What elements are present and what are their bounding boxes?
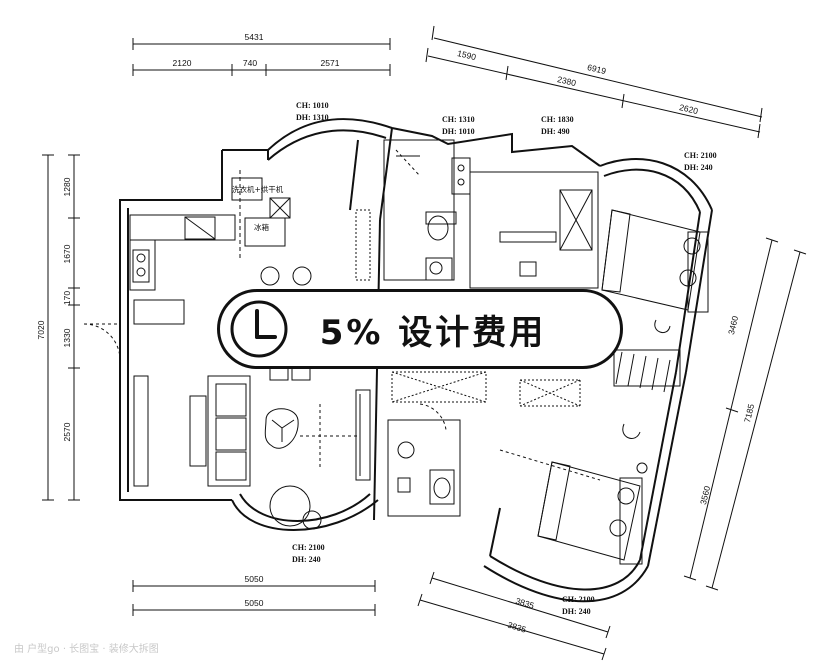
dim-left-seg-3: 170 xyxy=(62,291,72,305)
dim-top-seg-3: 2571 xyxy=(321,58,340,68)
bathroom-upper xyxy=(383,139,471,281)
dim-lower-right-2: 3835 xyxy=(506,620,527,635)
dim-left-seg-1: 1280 xyxy=(62,177,72,196)
dim-upper-right-total: 6919 xyxy=(586,62,607,76)
dim-bottom-2: 5050 xyxy=(245,598,264,608)
right-dimension-chain xyxy=(683,237,807,591)
window-note-dh: DH: 240 xyxy=(292,555,321,564)
room-labels: 洗衣机+烘干机 冰箱 xyxy=(232,184,284,232)
upper-right-dimension-chain xyxy=(425,25,763,139)
study-room xyxy=(469,171,599,289)
window-note-dh: DH: 490 xyxy=(541,127,570,136)
washer-dryer-label: 洗衣机+烘干机 xyxy=(232,184,284,194)
top-dimension-chain xyxy=(132,38,391,76)
badge-text: 5% 设计费用 xyxy=(319,312,547,353)
dim-left-total: 7020 xyxy=(36,320,46,339)
dim-top-total: 5431 xyxy=(245,32,264,42)
fridge xyxy=(244,217,286,247)
entry-door xyxy=(83,323,360,470)
dim-right-seg-2: 3560 xyxy=(698,485,712,506)
lounge-chair xyxy=(269,485,322,530)
bedroom-lower xyxy=(499,423,648,565)
fridge-label: 冰箱 xyxy=(254,222,269,232)
window-note-ch: CH: 1010 xyxy=(296,101,329,110)
bathroom-lower xyxy=(387,403,461,517)
window-notes: CH: 1010 DH: 1310 CH: 1310 DH: 1010 CH: … xyxy=(292,101,717,616)
window-note-dh: DH: 240 xyxy=(684,163,713,172)
dim-upper-right-seg-2: 2380 xyxy=(556,74,577,88)
window-note-ch: CH: 2100 xyxy=(562,595,595,604)
clock-icon xyxy=(230,300,288,358)
window-note-ch: CH: 2100 xyxy=(684,151,717,160)
dim-lower-right-1: 3835 xyxy=(514,596,535,611)
design-fee-badge: 5% 设计费用 xyxy=(217,289,623,369)
dim-left-seg-4: 1330 xyxy=(62,328,72,347)
dim-upper-right-seg-3: 2620 xyxy=(678,102,699,116)
dim-bottom-1: 5050 xyxy=(245,574,264,584)
window-note-ch: CH: 2100 xyxy=(292,543,325,552)
dim-right-total: 7185 xyxy=(742,403,756,424)
dim-top-seg-1: 2120 xyxy=(173,58,192,68)
sofa xyxy=(189,375,251,487)
window-note-dh: DH: 1310 xyxy=(296,113,329,122)
dim-right-seg-1: 3460 xyxy=(726,315,740,336)
left-dimension-chain xyxy=(42,154,80,501)
lower-right-dimension-chain xyxy=(417,571,611,661)
washer-dryer xyxy=(231,177,291,219)
dim-left-seg-2: 1670 xyxy=(62,244,72,263)
watermark: 由 户型go · 长图宝 · 装修大拆图 xyxy=(14,644,159,655)
window-note-ch: CH: 1310 xyxy=(442,115,475,124)
bedroom-upper xyxy=(601,209,709,393)
window-note-ch: CH: 1830 xyxy=(541,115,574,124)
left-unit-walls xyxy=(119,118,393,531)
dim-left-seg-5: 2570 xyxy=(62,422,72,441)
window-note-dh: DH: 1010 xyxy=(442,127,475,136)
dim-top-seg-2: 740 xyxy=(243,58,257,68)
coffee-table xyxy=(264,408,299,449)
bottom-dimension-chain xyxy=(132,580,376,616)
tv-cabinet xyxy=(133,375,371,487)
wardrobe-hatch xyxy=(355,209,581,407)
dim-upper-right-seg-1: 1590 xyxy=(456,48,477,62)
kitchen-counter xyxy=(129,170,241,325)
window-note-dh: DH: 240 xyxy=(562,607,591,616)
